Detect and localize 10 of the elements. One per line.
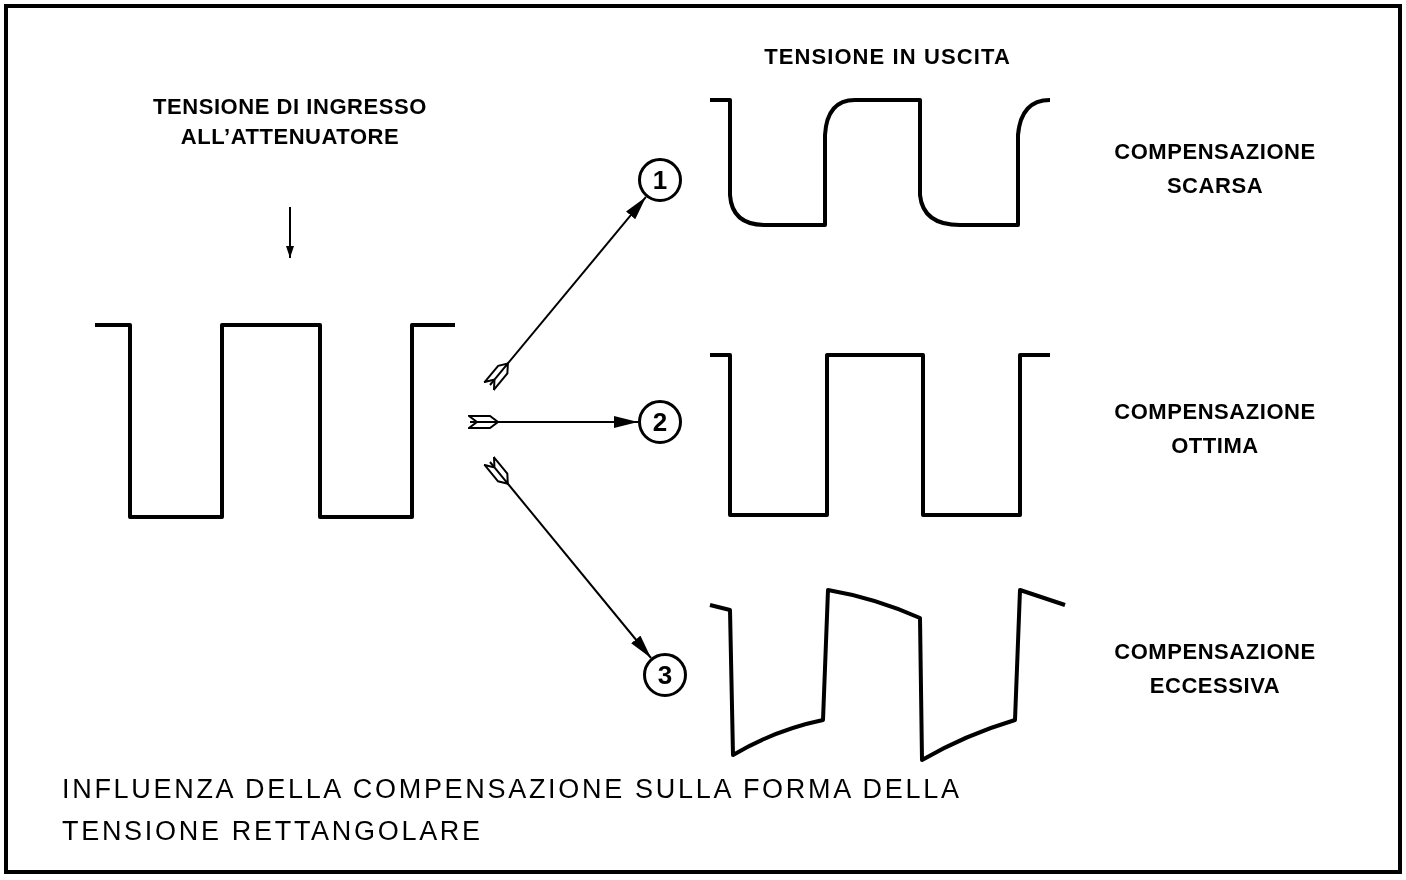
output-heading: TENSIONE IN USCITA <box>763 43 1012 71</box>
arrow <box>483 195 647 391</box>
caption: INFLUENZA DELLA COMPENSAZIONE SULLA FORMA DELLA TENSIONE RETTANGOLARE <box>62 773 962 848</box>
arrow <box>483 456 653 659</box>
arrow <box>468 415 639 429</box>
compensation-label: COMPENSAZIONE ECCESSIVA <box>1113 638 1317 700</box>
compensation-label: COMPENSAZIONE SCARSA <box>1113 138 1317 200</box>
arrow <box>286 206 294 259</box>
compensation-label: COMPENSAZIONE OTTIMA <box>1113 398 1317 460</box>
input-label: TENSIONE DI INGRESSO ALL’ATTENUATORE <box>80 92 500 162</box>
